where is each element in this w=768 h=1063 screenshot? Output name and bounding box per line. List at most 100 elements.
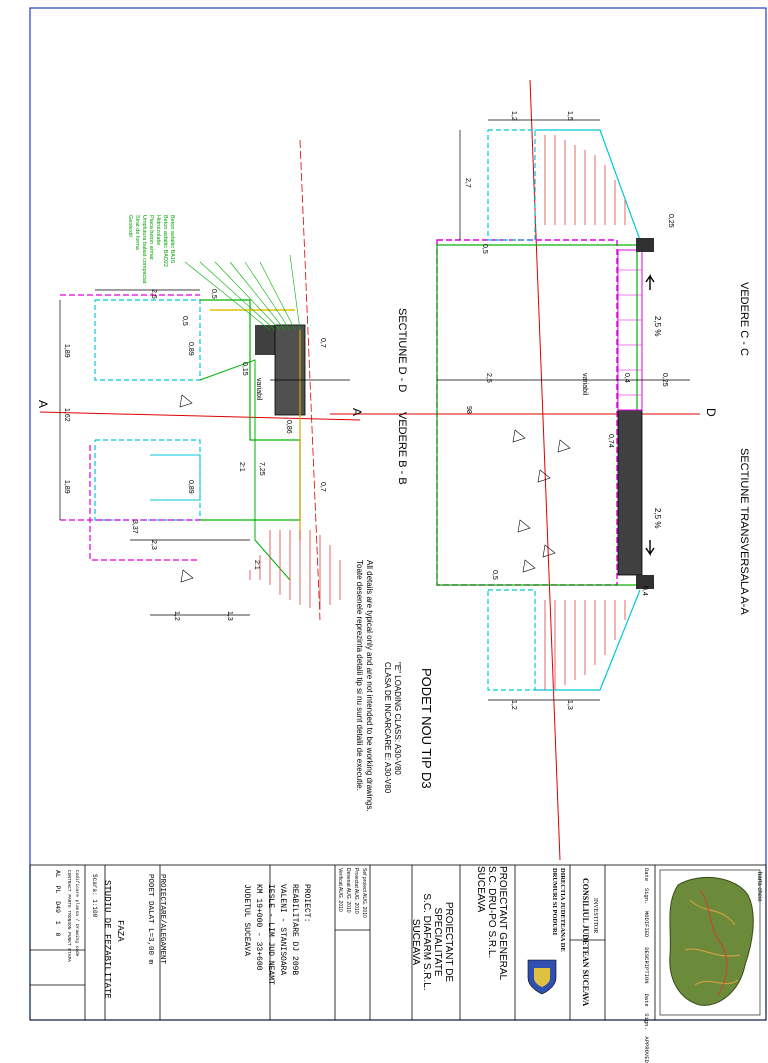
slope-top: 2,5 %	[653, 316, 662, 337]
code-header: Codificare plansa / Drawing code	[74, 870, 79, 957]
project-line: VALENI - STANISOARA	[278, 884, 287, 976]
revision-headers: Date Sign. MODIFIED DESCRIPTION Date Sig…	[640, 868, 652, 1063]
layer-note: Hidroizolatie	[155, 215, 161, 246]
general-designer-label: PROIECTANT GENERAL	[497, 866, 508, 981]
section-aa-title: SECTIUNE TRANSVERSALA A-A	[738, 448, 750, 615]
project-line: REABILITARE DJ 209B	[290, 884, 299, 976]
dim-1-62: 1,62	[63, 408, 70, 422]
general-designer-name: S.C. DRU-PO S.R.L.	[486, 866, 497, 959]
disclaimer-ro: Toate desenele reprezinta detalii tip si…	[355, 560, 364, 791]
title-block-frame	[29, 864, 767, 1021]
rev-header: DESCRIPTION	[643, 947, 650, 984]
dim-0-74: 0,74	[607, 434, 614, 448]
specialist-label: PROIECTANT DE SPECIALITATE	[432, 901, 454, 983]
dim-0-89-top: 0,89	[187, 342, 194, 356]
project-line: IESLE - LIM JUD NEAMT	[266, 884, 275, 985]
phase-block: FAZA STUDIU DE FEZABILITATE	[100, 880, 126, 999]
rev-header: Sign.	[643, 1013, 650, 1030]
code-cell: PUNKT	[66, 932, 71, 946]
cut-letter-a-right: A	[350, 408, 364, 417]
specialist-block: PROIECTANT DE SPECIALITATE S.C. DIAFARM …	[410, 872, 454, 1012]
dim-0-5-top: 0,5	[481, 244, 488, 254]
view-cc-title: VEDERE C - C	[738, 282, 750, 356]
rev-header: APPROVED	[643, 1036, 650, 1063]
layer-note: Placa beton armat	[148, 215, 154, 260]
dim-7-25: 7,25	[258, 462, 265, 476]
project-block: PROIECT: REABILITARE DJ 209B VALENI - ST…	[240, 884, 312, 985]
role-name: Sef proiect	[361, 868, 367, 892]
role-date: AUG. 2010	[337, 886, 343, 912]
dim-0-7-top: 0,7	[319, 338, 326, 348]
dim-2-5-right: 2,5	[485, 373, 492, 383]
role-name: Desenat	[345, 868, 351, 887]
drawing-sheet	[29, 7, 767, 1021]
general-designer-block: PROIECTANT GENERAL S.C. DRU-PO S.R.L. SU…	[475, 866, 508, 980]
dim-3-37: 3,37	[131, 520, 138, 534]
code-cell: 1	[54, 920, 61, 925]
project-line: JUDETUL SUCEAVA	[242, 884, 251, 957]
layer-note: Beton asfaltic BAD22	[162, 215, 168, 267]
layer-note: Strat de forma	[134, 215, 140, 250]
layer-note: Umplutura balast compactat	[141, 215, 147, 284]
disclaimer-en: All details are typical only and are not…	[365, 560, 374, 812]
drawing-title-line: PODET DALAT L=3,00 m	[146, 874, 154, 965]
dim-1-2-bottom: 1,2	[510, 700, 517, 710]
section-aa-drawing	[330, 79, 700, 861]
layer-note: Beton asfaltic BA16	[169, 215, 175, 264]
project-line: KM 19+000 - 33+600	[254, 884, 263, 971]
code-cell: CONTRACT	[66, 870, 71, 892]
slope-bottom: 2,5 %	[653, 508, 662, 529]
dim-1-3-bottom: 1,3	[566, 700, 573, 710]
key-map-label: harta cheie	[756, 872, 762, 902]
slope-ratio-bottom: 2:1	[253, 560, 260, 570]
dim-0-25-top: 0,25	[667, 214, 674, 228]
role-name: Proiectat	[353, 868, 359, 888]
loading-class-en: "E" LOADING CLASS: A30-V80	[393, 662, 402, 775]
code-cell: TRONSON	[66, 910, 71, 930]
phase-label: FAZA	[115, 920, 125, 942]
code-cell: D49	[54, 901, 61, 913]
directorate-name: DIRECTIA JUDETEANA DE DRUMURI SI PODURI	[551, 868, 566, 952]
dim-0-5-bottom: 0,5	[491, 570, 498, 580]
variabil-left: variabil	[255, 378, 262, 401]
dim-0-86: 0,86	[285, 420, 292, 434]
code-cell: 0	[54, 932, 61, 937]
dim-0-4-bottom: 0,4	[641, 586, 648, 596]
layer-notes-list: Beton asfaltic BA16 Beton asfaltic BAD22…	[126, 215, 175, 283]
section-dd-drawing	[39, 139, 361, 621]
code-cell: PARTE	[66, 894, 71, 908]
specialist-name: S.C. DIAFARM S.R.L.	[421, 893, 432, 991]
key-map	[659, 869, 761, 1016]
section-dd-title: SECTIUNE D - D	[396, 308, 408, 393]
layer-note: Geotextil	[127, 215, 133, 237]
dim-0-5-left-top: 0,5	[210, 289, 217, 299]
code-cell: PL	[54, 885, 61, 894]
coat-of-arms-logo	[527, 959, 557, 995]
dim-1-3-left: 1,3	[226, 611, 233, 621]
general-designer-city: SUCEAVA	[475, 866, 486, 913]
specialist-city: SUCEAVA	[410, 918, 421, 966]
dim-0-89-bottom: 0,89	[187, 480, 194, 494]
cut-letter-d: D	[704, 408, 718, 417]
investor-label: INVESTITOR	[592, 898, 598, 934]
rev-header: Sign.	[643, 887, 650, 905]
drawing-title-line: PROIECTARE/ALEGAMENT	[158, 874, 166, 965]
dim-1-2-left: 1,2	[173, 611, 180, 621]
dim-1-2-top: 1,2	[510, 111, 517, 121]
dim-2-7: 2,7	[464, 178, 471, 188]
dim-0-4: 0,4	[623, 373, 630, 383]
dim-0-7-bottom: 0,7	[319, 482, 326, 492]
role-date: AUG. 2010	[345, 887, 351, 913]
dim-2-5-left: 2,5	[150, 289, 157, 299]
code-cell: ETAPA	[66, 948, 71, 962]
role-date: AUG. 2010	[361, 893, 367, 918]
rev-header: Date	[643, 868, 650, 882]
dim-1-89-bottom: 1,89	[63, 480, 70, 494]
dim-1-89-top: 1,89	[63, 344, 70, 358]
dim-2-3: 2,3	[150, 540, 157, 550]
dim-0-15: 0,15	[241, 362, 248, 376]
code-cell: AL	[54, 870, 61, 878]
rev-header: Date	[643, 993, 650, 1007]
phase-name: STUDIU DE FEZABILITATE	[102, 880, 112, 999]
drawing-code-block: Codificare plansa / Drawing code CONTRAC…	[50, 870, 80, 962]
